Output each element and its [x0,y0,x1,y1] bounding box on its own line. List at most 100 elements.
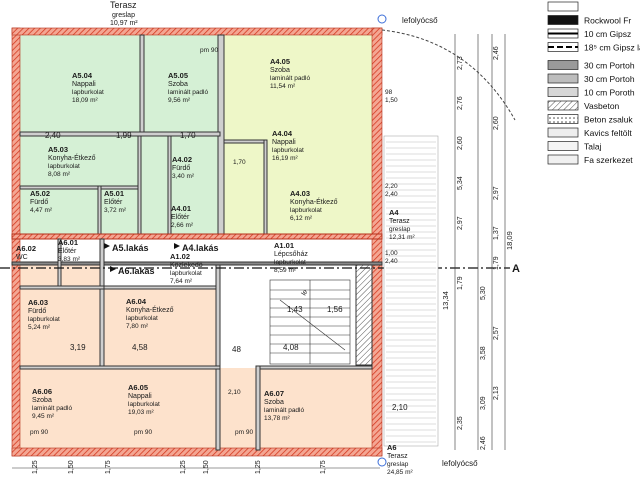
legend-item: Fa szerkezet [547,154,633,165]
room-area: 3,40 m² [172,173,195,180]
room-area: 7,64 m² [170,278,193,285]
svg-text:2,97: 2,97 [457,216,464,230]
section-mark: A [512,263,520,275]
room-id: A6.07 [264,389,284,398]
room-area: 3,72 m² [104,207,127,214]
room-area: 19,03 m² [128,409,154,416]
legend-swatch [547,73,579,84]
svg-text:5,34: 5,34 [457,176,464,190]
room-id: A4 [389,208,399,217]
room-name: Terasz [387,453,408,460]
room-area: 9,56 m² [168,97,191,104]
svg-text:1,99: 1,99 [116,131,132,140]
room-floor: lapburkolat [48,163,80,170]
room-id: A1.02 [170,252,190,261]
room-area: 12,31 m² [389,234,415,241]
room-name: Fürdő [172,165,190,172]
svg-text:2,57: 2,57 [493,326,500,340]
room-id: A5.04 [72,71,93,80]
room-name: Nappali [72,81,96,88]
room-area: 3,83 m² [58,256,81,263]
legend-swatch [547,60,579,70]
legend-label: 18⁵ cm Gipsz lakáselválasz [584,43,640,53]
legend-item: Rockwool Fr [547,15,631,26]
legend-label: Vasbeton [584,101,620,111]
legend-item: Vasbeton [547,100,620,111]
svg-text:13,34: 13,34 [441,291,450,310]
room-name: Előtér [171,214,190,221]
room-name: Konyha-Étkező [48,153,96,162]
room-floor: lapburkolat [290,207,322,214]
room-id: A5.03 [48,145,68,154]
svg-text:2,97: 2,97 [493,186,500,200]
apartment-label-a4: A4.lakás [182,243,219,253]
room-area: 6,12 m² [290,215,313,222]
svg-text:1,43: 1,43 [287,305,303,314]
svg-text:1,50: 1,50 [203,460,210,474]
apartment-a6-area [20,262,380,450]
legend-item: 10 cm Gipsz [547,28,631,39]
room-area: 7,80 m² [126,323,149,330]
legend-label: Kavics feltölt [584,128,632,138]
room-floor: lapburkolat [126,315,158,322]
legend-label: Beton zsaluk [584,115,633,125]
legend-swatch [547,127,579,138]
svg-text:1,70: 1,70 [180,131,196,140]
legend-label: 10 cm Poroth [584,88,635,98]
room-name: Előtér [58,248,77,255]
svg-text:2,20: 2,20 [385,183,398,190]
svg-text:1,25: 1,25 [180,460,187,474]
legend-swatch [547,114,579,124]
svg-text:1,70: 1,70 [233,159,246,166]
room-area: 16,19 m² [272,155,298,162]
room-name: Szoba [32,397,52,404]
legend-item: 30 cm Portoh [547,73,635,84]
room-area: 11,54 m² [270,83,296,90]
apartment-label-a5: A5.lakás [112,243,149,253]
room-name: Fürdő [30,199,48,206]
svg-text:5,30: 5,30 [480,286,487,300]
svg-text:Terasz: Terasz [110,0,137,10]
svg-text:1,00: 1,00 [385,250,398,257]
room-floor: greslap [389,226,411,233]
legend-swatch [547,141,579,151]
outer-walls [11,27,383,457]
room-area: 8,08 m² [48,171,71,178]
legend-label: 10 cm Gipsz [584,29,631,39]
room-name: Nappali [272,139,296,146]
room-area: 24,85 m² [387,469,413,476]
svg-text:greslap: greslap [112,12,135,19]
svg-text:3,58: 3,58 [480,346,487,360]
room-id: A5.01 [104,189,124,198]
room-id: A5.02 [30,189,50,198]
downpipe-markers [377,14,516,467]
stair [269,279,351,365]
room-floor: lapburkolat [28,316,60,323]
svg-text:2,10: 2,10 [228,389,241,396]
svg-text:2,46: 2,46 [480,436,487,450]
top-terrace-label: Terasz greslap 10,97 m² [110,0,138,27]
room-name: Előtér [104,199,123,206]
core-area [218,270,368,366]
room-name: Terasz [389,218,410,225]
legend-item: Talaj [547,141,602,152]
legend-item: 18⁵ cm Gipsz lakáselválasz [547,42,640,53]
legend-item: Beton zsaluk [547,114,633,125]
svg-text:pm 90: pm 90 [200,47,218,54]
room-id: A4.02 [172,155,192,164]
room-id: A4.01 [171,204,191,213]
room-floor: laminált padló [32,405,72,412]
